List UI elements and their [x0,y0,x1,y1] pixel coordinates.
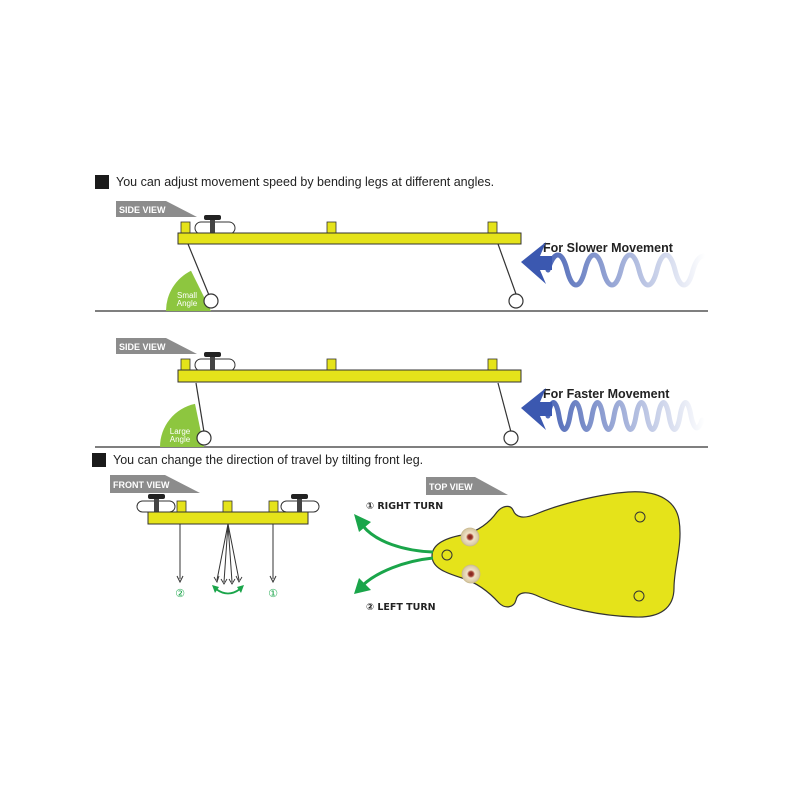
right-turn-label: ① RIGHT TURN [366,501,443,512]
right-eye-sensor [461,564,481,584]
side-view-tag-label: SIDE VIEW [119,205,166,215]
section2-bullet [92,453,106,467]
post [180,358,191,371]
front-wheel [503,430,519,446]
post [326,358,337,371]
side-view-tag [116,201,197,217]
left-motor-cap [148,494,165,499]
front-view-mark-1: ① [268,587,278,600]
side-view-tag-label: SIDE VIEW [119,342,166,352]
angle-label-line1: Large [170,427,191,436]
post [222,500,233,513]
front-wheel [508,293,524,309]
side-view-fast-panel: Large Angle SIDE VIEW For Faster Movemen… [95,338,708,448]
post [176,500,187,513]
faster-movement-label: For Faster Movement [543,387,670,401]
side-view-tag [116,338,197,354]
tilt-arrow-head-right [237,585,244,593]
top-view-panel: TOP VIEW ① RIGHT TURN ② LEFT TURN [354,477,681,618]
motor-cap [204,352,221,357]
center-leg [227,523,240,581]
small-angle-sector [166,270,211,311]
section1-bullet [95,175,109,189]
section1-heading: You can adjust movement speed by bending… [116,175,495,189]
right-leg-tip [269,575,277,584]
wave-slow [545,252,707,288]
angle-label-line2: Angle [177,299,198,308]
motor-cap [204,215,221,220]
direction-arrow-fast [521,388,552,430]
side-view-slow-panel: Small Angle SIDE VIEW For Slower Movemen… [95,201,708,312]
top-view-tag-label: TOP VIEW [429,482,473,492]
mount-hole [634,511,646,523]
mount-hole [441,549,453,561]
left-motor-shaft [154,497,159,512]
post [487,358,498,371]
robot-body-bar [177,232,522,245]
front-view-panel: FRONT VIEW ② ① [110,475,320,600]
front-body-bar [147,511,309,525]
top-view-tag [426,477,508,495]
center-leg [216,523,229,581]
post [487,221,498,234]
right-turn-arrow-head [354,514,371,532]
right-motor-shaft [297,497,302,512]
front-leg [497,382,512,433]
front-view-tag [110,475,200,493]
rear-wheel [203,293,219,309]
center-leg [227,523,233,583]
left-turn-arrow [361,556,434,587]
post [180,221,191,234]
motor-shaft [210,218,215,233]
large-angle-sector [159,403,204,447]
center-leg-tips [213,575,243,585]
wave-fast [545,400,705,432]
post [268,500,279,513]
slower-movement-label: For Slower Movement [543,241,674,255]
robot-body-bar [177,369,522,383]
angle-label-line2: Angle [170,435,191,444]
left-leg-tip [176,575,184,584]
left-turn-arrow-head [354,578,371,594]
angle-label-line1: Small [177,291,197,300]
tilt-arrow-head-left [212,585,219,593]
rear-leg [195,382,205,433]
right-turn-arrow [361,525,434,554]
direction-arrow-slow [521,242,552,284]
rear-leg [187,243,212,301]
left-eye-sensor [460,527,480,547]
rear-wheel [196,430,212,446]
post [326,221,337,234]
left-turn-label: ② LEFT TURN [366,602,436,613]
motor-shaft [210,355,215,370]
section2-heading: You can change the direction of travel b… [113,453,424,467]
tilt-arc-arrow [215,588,241,595]
robot-top-body [431,491,681,618]
front-leg [497,243,517,295]
front-view-tag-label: FRONT VIEW [113,480,170,490]
right-motor-cap [291,494,308,499]
mount-hole [633,590,645,602]
front-view-mark-2: ② [175,587,185,600]
center-leg [223,523,229,583]
